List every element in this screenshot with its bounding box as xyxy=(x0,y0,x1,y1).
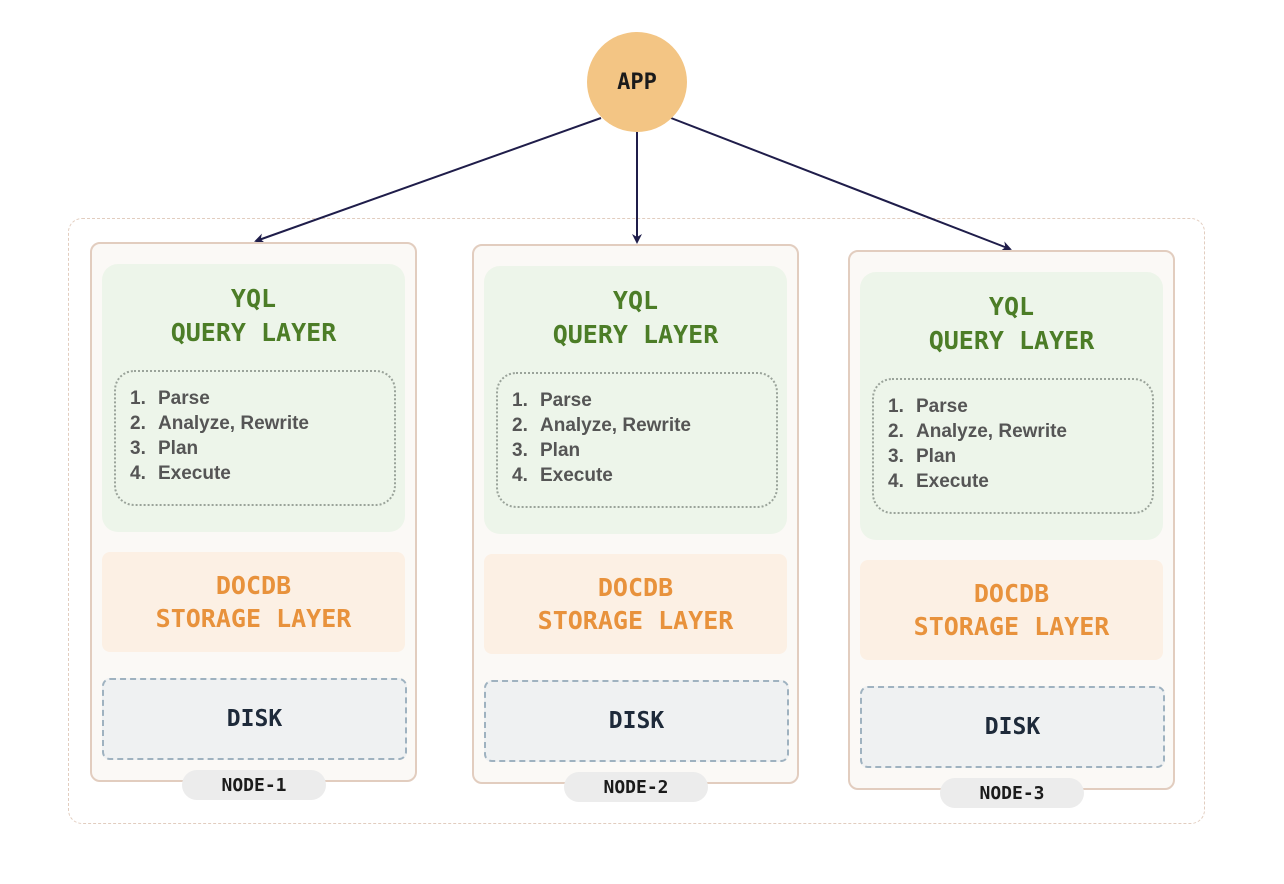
query-layer-title-line1: YQL xyxy=(988,292,1035,321)
step-number: 1. xyxy=(512,390,528,411)
step-text: Parse xyxy=(916,396,968,417)
step-text: Analyze, Rewrite xyxy=(916,421,1067,442)
query-steps-box: 1. Parse 2. Analyze, Rewrite 3. Plan 4. Exec… xyxy=(114,370,396,506)
query-step: 2. Analyze, Rewrite xyxy=(512,413,776,438)
step-text: Analyze, Rewrite xyxy=(158,413,309,434)
node-2: YQL QUERY LAYER 1. Parse 2. Analyze, Rewri… xyxy=(472,244,799,802)
step-number: 2. xyxy=(512,415,528,436)
step-number: 1. xyxy=(130,388,146,409)
query-step: 3. Plan xyxy=(130,436,394,461)
query-step: 2. Analyze, Rewrite xyxy=(130,411,394,436)
storage-layer-title-line1: DOCDB xyxy=(597,573,674,602)
query-step: 3. Plan xyxy=(888,444,1152,469)
query-layer: YQL QUERY LAYER 1. Parse 2. Analyze, Rewri… xyxy=(860,272,1163,540)
query-steps-box: 1. Parse 2. Analyze, Rewrite 3. Plan 4. Exec… xyxy=(872,378,1154,514)
node-label-text: NODE-3 xyxy=(979,782,1045,804)
node-label: NODE-3 xyxy=(940,778,1084,808)
step-text: Plan xyxy=(158,438,199,459)
step-number: 4. xyxy=(512,465,528,486)
step-number: 2. xyxy=(130,413,146,434)
storage-layer: DOCDB STORAGE LAYER xyxy=(860,560,1163,660)
disk-label: DISK xyxy=(984,714,1041,740)
storage-layer-title-line2: STORAGE LAYER xyxy=(537,606,734,635)
query-layer-title: YQL QUERY LAYER xyxy=(484,284,787,352)
arrow-to-node-1 xyxy=(254,117,602,244)
query-layer-title-line2: QUERY LAYER xyxy=(928,326,1095,355)
storage-layer: DOCDB STORAGE LAYER xyxy=(102,552,405,652)
query-steps-box: 1. Parse 2. Analyze, Rewrite 3. Plan 4. Exec… xyxy=(496,372,778,508)
app-node: APP xyxy=(587,32,687,132)
step-text: Parse xyxy=(158,388,210,409)
query-layer: YQL QUERY LAYER 1. Parse 2. Analyze, Rewri… xyxy=(484,266,787,534)
step-text: Analyze, Rewrite xyxy=(540,415,691,436)
query-step: 4. Execute xyxy=(888,469,1152,494)
step-text: Execute xyxy=(540,465,613,486)
step-number: 3. xyxy=(512,440,528,461)
disk: DISK xyxy=(484,680,789,762)
query-step: 2. Analyze, Rewrite xyxy=(888,419,1152,444)
query-step: 1. Parse xyxy=(512,388,776,413)
storage-layer-title-line1: DOCDB xyxy=(215,571,292,600)
step-text: Parse xyxy=(540,390,592,411)
query-step: 3. Plan xyxy=(512,438,776,463)
query-layer-title-line1: YQL xyxy=(612,286,659,315)
app-label: APP xyxy=(617,69,657,95)
disk-label: DISK xyxy=(226,706,283,732)
node-label: NODE-2 xyxy=(564,772,708,802)
step-number: 4. xyxy=(888,471,904,492)
query-layer-title-line2: QUERY LAYER xyxy=(170,318,337,347)
step-text: Execute xyxy=(916,471,989,492)
query-step: 1. Parse xyxy=(130,386,394,411)
disk-label: DISK xyxy=(608,708,665,734)
node-label: NODE-1 xyxy=(182,770,326,800)
storage-layer: DOCDB STORAGE LAYER xyxy=(484,554,787,654)
step-number: 2. xyxy=(888,421,904,442)
query-layer-title-line2: QUERY LAYER xyxy=(552,320,719,349)
step-number: 3. xyxy=(888,446,904,467)
step-text: Plan xyxy=(540,440,581,461)
step-number: 3. xyxy=(130,438,146,459)
query-step: 4. Execute xyxy=(130,461,394,486)
step-number: 4. xyxy=(130,463,146,484)
node-1: YQL QUERY LAYER 1. Parse 2. Analyze, Rewri… xyxy=(90,242,417,800)
query-layer-title-line1: YQL xyxy=(230,284,277,313)
query-layer: YQL QUERY LAYER 1. Parse 2. Analyze, Rewri… xyxy=(102,264,405,532)
node-label-text: NODE-1 xyxy=(221,774,287,796)
query-steps-list: 1. Parse 2. Analyze, Rewrite 3. Plan 4. Exec… xyxy=(116,372,394,486)
query-step: 1. Parse xyxy=(888,394,1152,419)
node-label-text: NODE-2 xyxy=(603,776,669,798)
disk: DISK xyxy=(860,686,1165,768)
step-text: Plan xyxy=(916,446,957,467)
storage-layer-title-line2: STORAGE LAYER xyxy=(913,612,1110,641)
storage-layer-title-line1: DOCDB xyxy=(973,579,1050,608)
query-steps-list: 1. Parse 2. Analyze, Rewrite 3. Plan 4. Exec… xyxy=(498,374,776,488)
query-steps-list: 1. Parse 2. Analyze, Rewrite 3. Plan 4. Exec… xyxy=(874,380,1152,494)
step-number: 1. xyxy=(888,396,904,417)
step-text: Execute xyxy=(158,463,231,484)
query-layer-title: YQL QUERY LAYER xyxy=(860,290,1163,358)
arrow-to-node-3 xyxy=(670,117,1012,251)
node-3: YQL QUERY LAYER 1. Parse 2. Analyze, Rewri… xyxy=(848,250,1175,808)
query-step: 4. Execute xyxy=(512,463,776,488)
disk: DISK xyxy=(102,678,407,760)
query-layer-title: YQL QUERY LAYER xyxy=(102,282,405,350)
storage-layer-title-line2: STORAGE LAYER xyxy=(155,604,352,633)
